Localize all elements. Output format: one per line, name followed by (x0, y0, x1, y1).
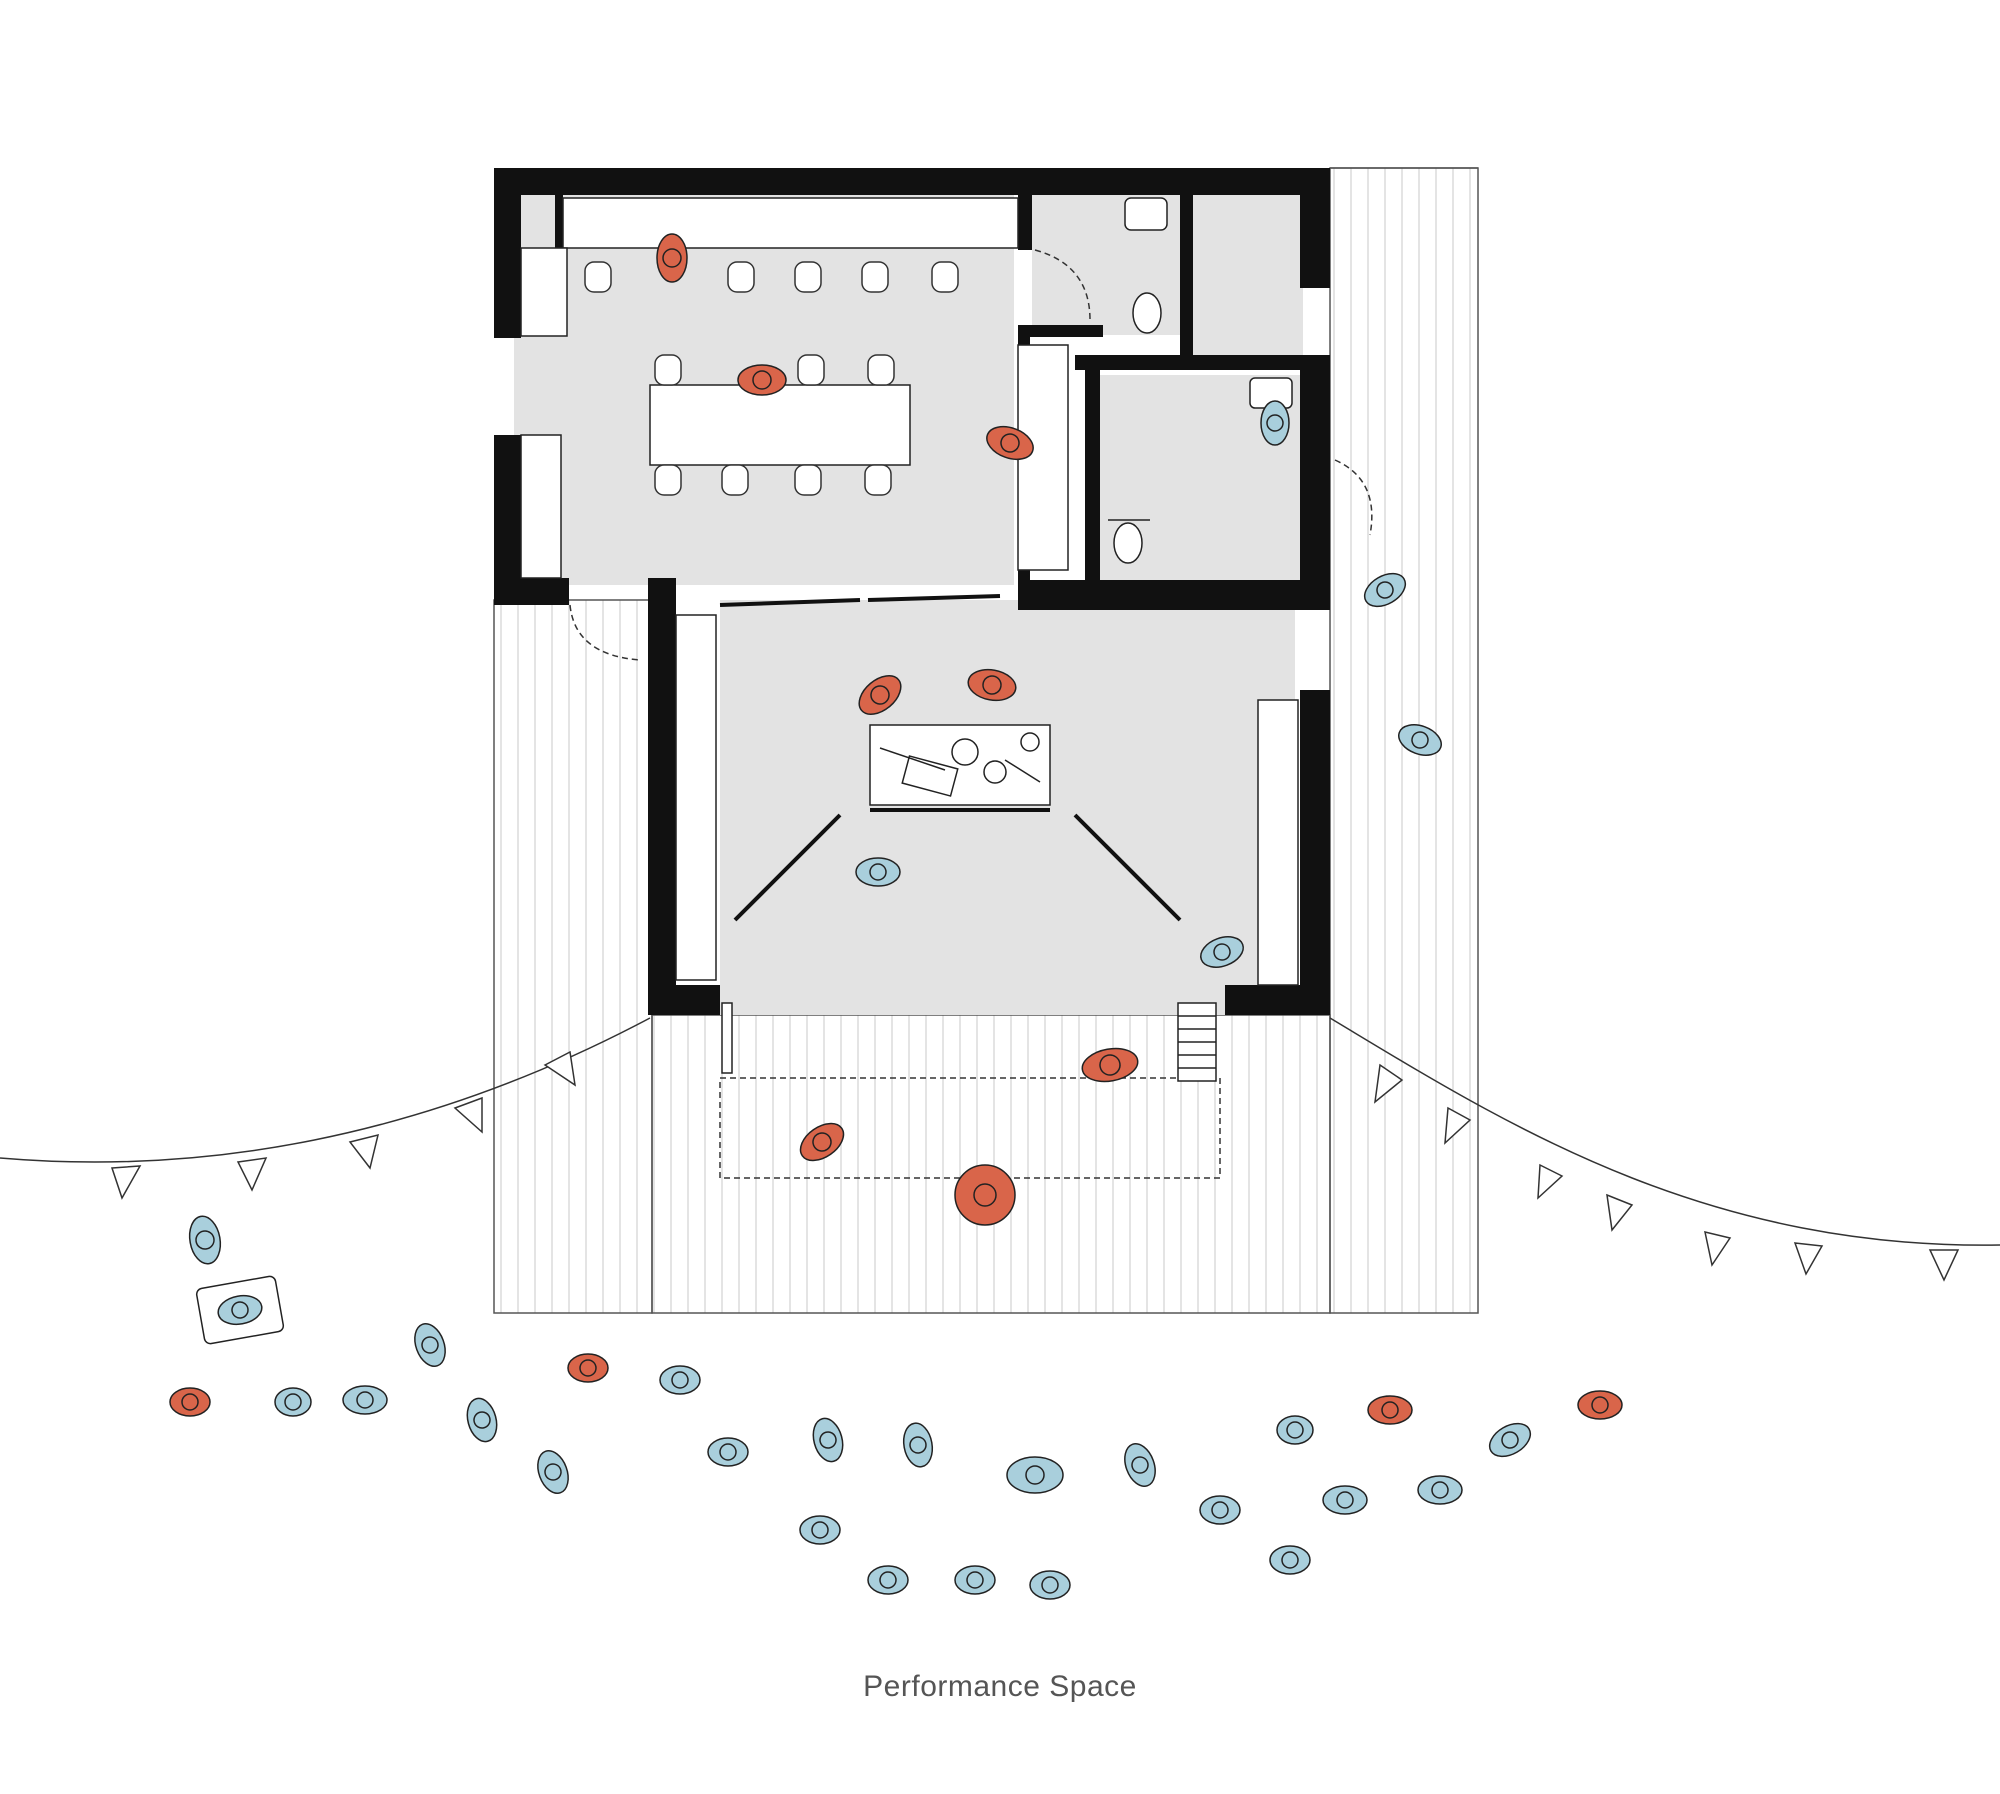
person-performer-icon (986, 425, 1034, 461)
bunting-flag-icon (1444, 1106, 1472, 1145)
person-audience-icon (274, 1387, 312, 1417)
audience (188, 400, 1532, 1600)
person-performer-icon (567, 1353, 609, 1383)
chair-icon (727, 261, 755, 293)
partitions (719, 594, 1182, 922)
chair-icon (861, 261, 889, 293)
person-audience-icon (799, 1515, 841, 1545)
person-performer-icon (656, 233, 688, 283)
person-performer-icon (1081, 1047, 1139, 1083)
person-performer-icon (858, 675, 902, 715)
bunting-flag-icon (348, 1133, 380, 1170)
person-audience-icon (1322, 1485, 1368, 1515)
chair-icon (794, 464, 822, 496)
chairs (584, 261, 959, 496)
counters (520, 197, 1299, 986)
bathroom-fixtures (1108, 197, 1293, 564)
person-audience-icon (342, 1385, 388, 1415)
chair-icon (721, 464, 749, 496)
stair-icon (721, 1002, 1217, 1082)
chair-icon (867, 354, 895, 386)
bunting-flag-icon (1537, 1163, 1564, 1200)
bunting-flag-icon (110, 1165, 142, 1200)
person-audience-icon (812, 1417, 844, 1463)
chair-icon (864, 464, 892, 496)
person-performer-icon (954, 1164, 1016, 1226)
person-audience-icon (1398, 724, 1442, 756)
toilet-icon (1132, 292, 1162, 334)
sink-icon (1124, 197, 1168, 231)
bunting-flag-icon (1374, 1063, 1404, 1104)
walls (494, 168, 1330, 1015)
chair-icon (654, 354, 682, 386)
bunting-flag-icon (543, 1050, 576, 1087)
bunting-flag-icon (1928, 1249, 1960, 1282)
person-audience-icon (1269, 1545, 1311, 1575)
person-audience-icon (659, 1365, 701, 1395)
person-audience-icon (1029, 1570, 1071, 1600)
person-audience-icon (1363, 572, 1407, 608)
person-audience-icon (1200, 936, 1244, 968)
person-performer-icon (1367, 1395, 1413, 1425)
person-audience-icon (1488, 1422, 1532, 1458)
person-performer-icon (799, 1122, 845, 1162)
person-audience-icon (1276, 1415, 1314, 1445)
person-audience-icon (954, 1565, 996, 1595)
person-audience-icon (414, 1323, 446, 1367)
bunting-flag-icon (1606, 1193, 1634, 1232)
person-performer-icon (1577, 1390, 1623, 1420)
person-audience-icon (1417, 1475, 1463, 1505)
page-title: Performance Space (863, 1670, 1137, 1703)
person-audience-icon (1260, 400, 1290, 446)
person-performer-icon (169, 1387, 211, 1417)
person-audience-icon (466, 1397, 498, 1443)
chair-icon (794, 261, 822, 293)
performers (169, 233, 1623, 1425)
floor (514, 195, 1303, 1015)
person-performer-icon (737, 364, 787, 396)
bunting (0, 1017, 2000, 1282)
person-audience-icon (867, 1565, 909, 1595)
person-audience-icon (1006, 1456, 1064, 1494)
chair-icon (584, 261, 612, 293)
person-audience-icon (902, 1422, 934, 1468)
toilet-icon (1113, 522, 1143, 564)
table-props (879, 732, 1041, 797)
wheelchair-icon (195, 1275, 285, 1345)
person-audience-icon (1199, 1495, 1241, 1525)
person-audience-icon (707, 1437, 749, 1467)
bunting-flag-icon (236, 1157, 268, 1192)
chair-icon (654, 464, 682, 496)
person-performer-icon (967, 668, 1017, 702)
person-audience-icon (855, 857, 901, 887)
person-audience-icon (188, 1215, 222, 1265)
bunting-flag-icon (453, 1096, 483, 1134)
bunting-flag-icon (1793, 1242, 1824, 1276)
bunting-flag-icon (1704, 1230, 1732, 1267)
chair-icon (931, 261, 959, 293)
person-audience-icon (1124, 1443, 1156, 1487)
person-audience-icon (537, 1450, 569, 1494)
chair-icon (797, 354, 825, 386)
